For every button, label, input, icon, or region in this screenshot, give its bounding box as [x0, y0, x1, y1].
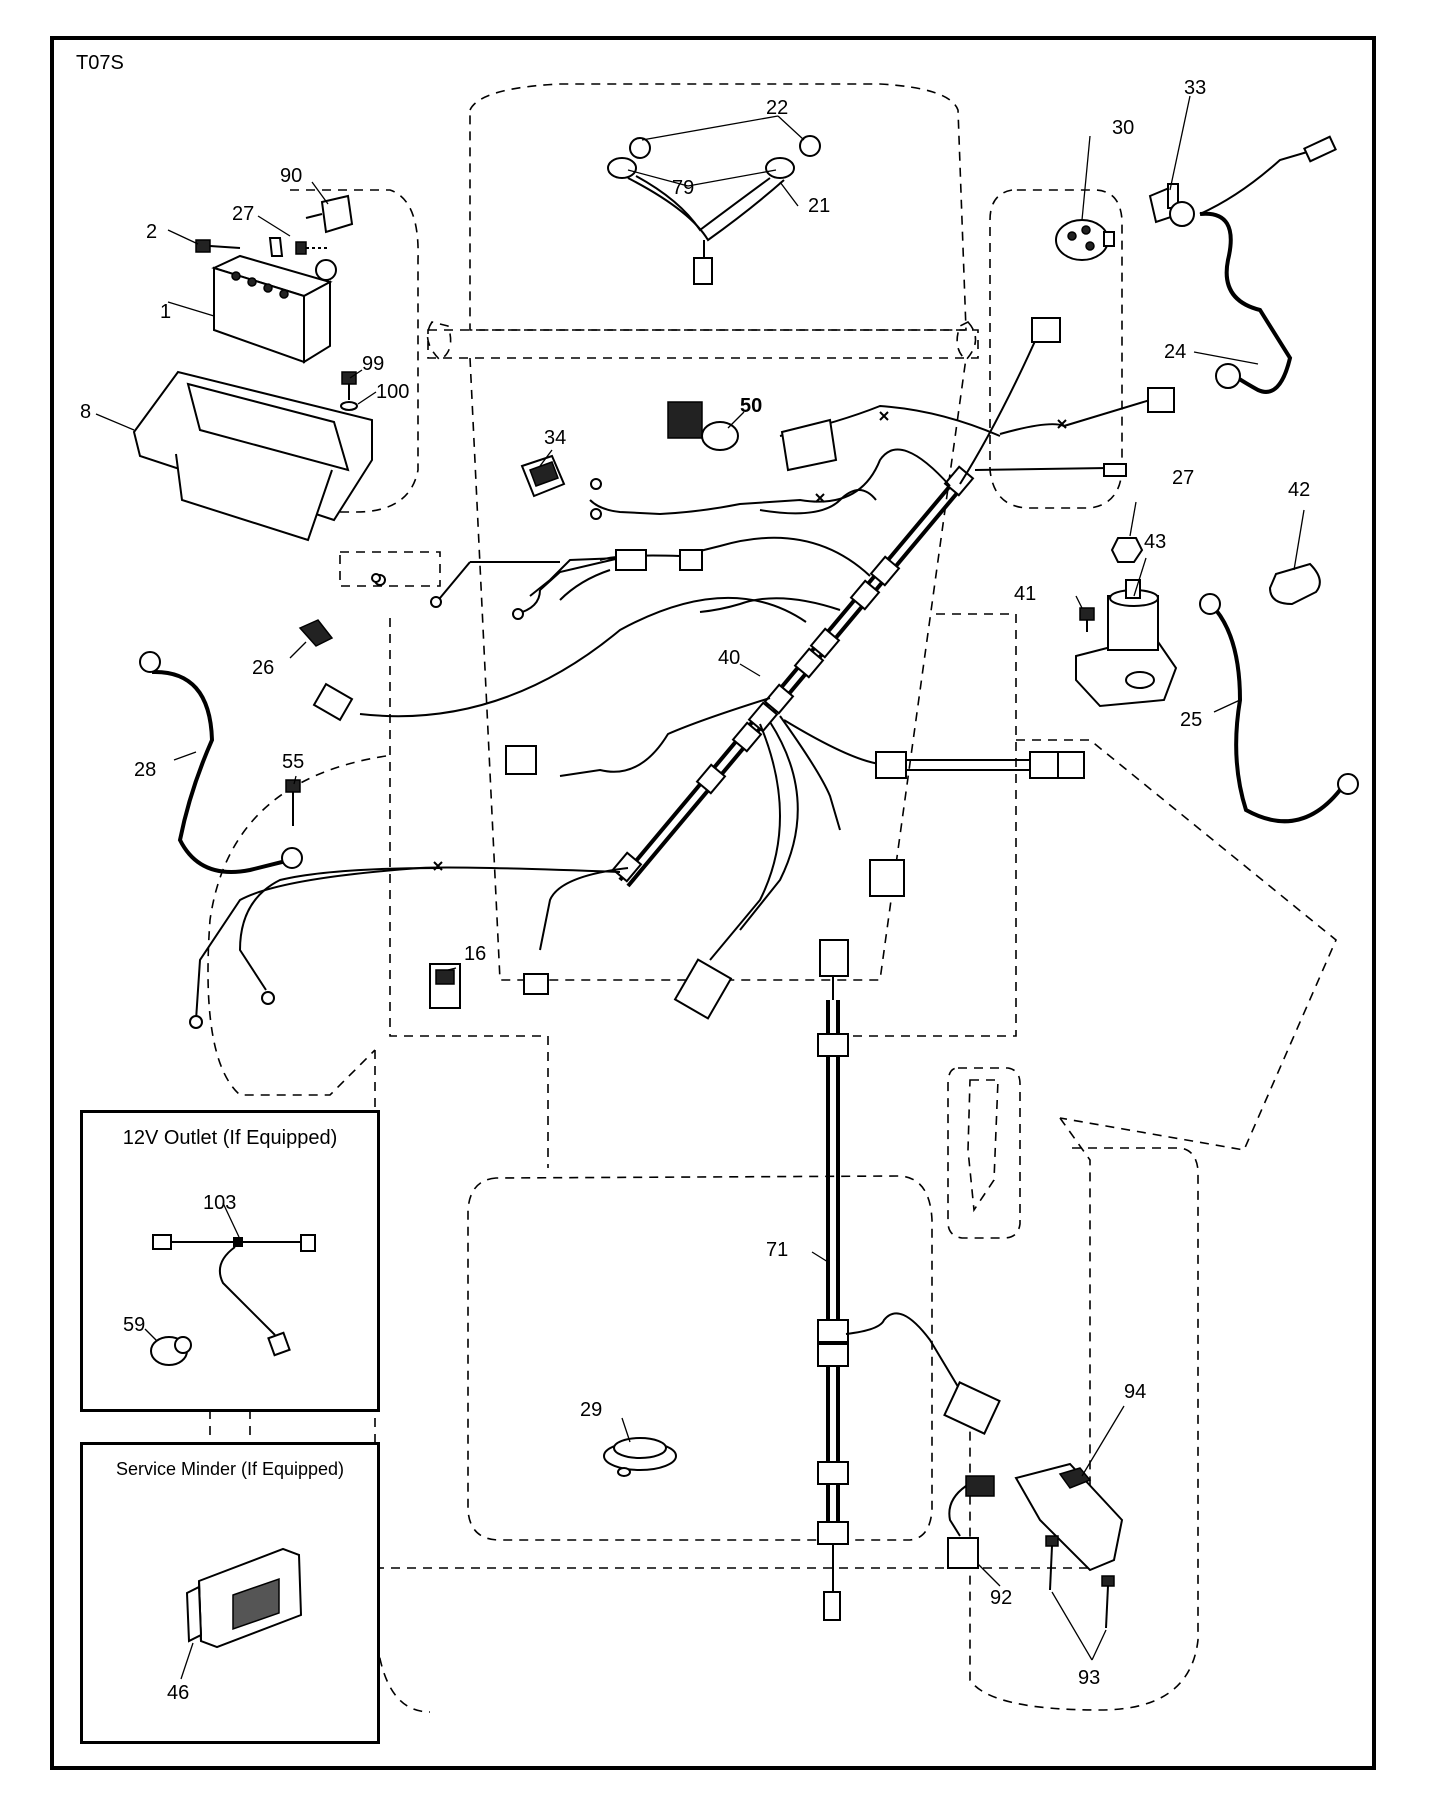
callout-92: 92 — [990, 1587, 1012, 1609]
callout-55: 55 — [282, 751, 304, 773]
tractor-outline — [207, 83, 1337, 1713]
connector-left-upper — [312, 682, 354, 722]
callout-30: 30 — [1112, 117, 1134, 139]
callout-1: 1 — [160, 301, 171, 323]
bolt-41 — [1079, 607, 1095, 632]
connector-end-right — [1057, 751, 1085, 779]
inset-service-minder: Service Minder (If Equipped) 46 — [80, 1442, 380, 1744]
connector-clip-far-right — [1029, 751, 1061, 779]
callout-24: 24 — [1164, 341, 1186, 363]
callout-2: 2 — [146, 221, 157, 243]
switch-34 — [520, 454, 566, 498]
callout-16: 16 — [464, 943, 486, 965]
switch-50 — [667, 401, 838, 472]
callout-28: 28 — [134, 759, 156, 781]
leader-lines — [95, 95, 1305, 1661]
battery-bolt-2 — [195, 237, 330, 257]
battery-cable-24 — [1169, 135, 1337, 394]
ignition-switch-30 — [1055, 219, 1115, 261]
terminal-cover-90 — [305, 194, 354, 234]
callout-22: 22 — [766, 97, 788, 119]
callout-71: 71 — [766, 1239, 788, 1261]
connector-plug-lower — [869, 859, 905, 897]
callout-42: 42 — [1288, 479, 1310, 501]
connector-left-mid — [505, 745, 537, 775]
callout-33: 33 — [1184, 77, 1206, 99]
connector-plug-center — [673, 958, 733, 1020]
screw-99 — [340, 371, 358, 411]
connector-92 — [947, 1537, 979, 1569]
inset-service-minder-title: Service Minder (If Equipped) — [115, 1459, 345, 1479]
connector-pin — [1103, 463, 1127, 477]
callout-59: 59 — [123, 1314, 145, 1336]
headlight-connector — [693, 257, 713, 285]
callout-93: 93 — [1078, 1667, 1100, 1689]
seat-switch-29 — [603, 1437, 677, 1477]
module-94 — [948, 1462, 1124, 1572]
screws-93 — [1045, 1535, 1115, 1629]
callout-27-battery: 27 — [232, 203, 254, 225]
service-minder-drawing: 46 — [167, 1547, 303, 1704]
callout-94: 94 — [1124, 1381, 1146, 1403]
battery-tray-8 — [132, 370, 373, 542]
callout-27-solenoid: 27 — [1172, 467, 1194, 489]
battery-1 — [211, 254, 337, 364]
callout-25: 25 — [1180, 709, 1202, 731]
callout-103: 103 — [203, 1192, 236, 1214]
callout-40: 40 — [718, 647, 740, 669]
in-line-fuse-cap — [679, 549, 703, 571]
terminal-boot-42 — [1268, 562, 1321, 606]
screw-55 — [285, 779, 301, 826]
nut-27 — [1110, 537, 1144, 563]
fuse-holder-left — [371, 573, 381, 583]
callout-46: 46 — [167, 1682, 189, 1704]
callout-26: 26 — [252, 657, 274, 679]
connector-small-lower — [523, 973, 549, 995]
battery-cable-25 — [1199, 593, 1359, 824]
harness-71 — [817, 939, 1001, 1621]
callout-100: 100 — [376, 381, 409, 403]
connector-clip-right — [875, 751, 907, 779]
in-line-fuse-holder — [615, 549, 647, 571]
starter-solenoid-43 — [1075, 579, 1178, 708]
inset-12v-outlet-title: 12V Outlet (If Equipped) — [122, 1127, 338, 1149]
connector-seat-switch — [943, 1381, 1001, 1435]
connector-right — [1147, 387, 1175, 413]
relay-16 — [429, 963, 461, 1009]
diagram-code: T07S — [76, 52, 124, 74]
callout-99: 99 — [362, 353, 384, 375]
callout-21: 21 — [808, 195, 830, 217]
connector-top-right — [1031, 317, 1061, 343]
diagram-frame — [50, 36, 1376, 1770]
fuse-26 — [298, 619, 334, 647]
callout-29: 29 — [580, 1399, 602, 1421]
headlight-assembly — [607, 135, 821, 285]
callout-43: 43 — [1144, 531, 1166, 553]
callout-labels: 1 2 8 16 21 22 24 25 26 27 27 28 29 30 3… — [80, 77, 1310, 1689]
callout-50: 50 — [740, 395, 762, 417]
callout-41: 41 — [1014, 583, 1036, 605]
outlet-harness-drawing: 103 59 — [123, 1192, 316, 1366]
callout-79: 79 — [672, 177, 694, 199]
inset-12v-outlet: 12V Outlet (If Equipped) 103 59 — [80, 1110, 380, 1412]
callout-90: 90 — [280, 165, 302, 187]
callout-8: 8 — [80, 401, 91, 423]
callout-34: 34 — [544, 427, 566, 449]
battery-cable-28 — [139, 651, 303, 874]
